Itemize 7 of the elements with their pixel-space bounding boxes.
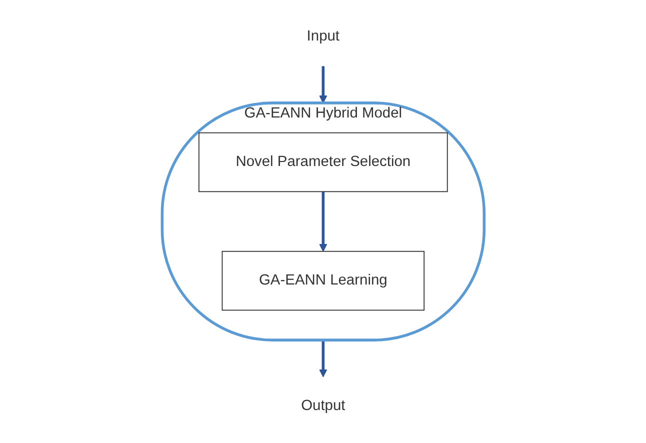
node-text: Input bbox=[306, 28, 340, 44]
arrow bbox=[318, 66, 328, 104]
node-box: GA-EANN Learning bbox=[222, 250, 424, 311]
arrow bbox=[318, 192, 328, 252]
node-box: Novel Parameter Selection bbox=[198, 132, 448, 192]
arrow bbox=[318, 340, 328, 378]
node-text: Output bbox=[300, 398, 346, 414]
